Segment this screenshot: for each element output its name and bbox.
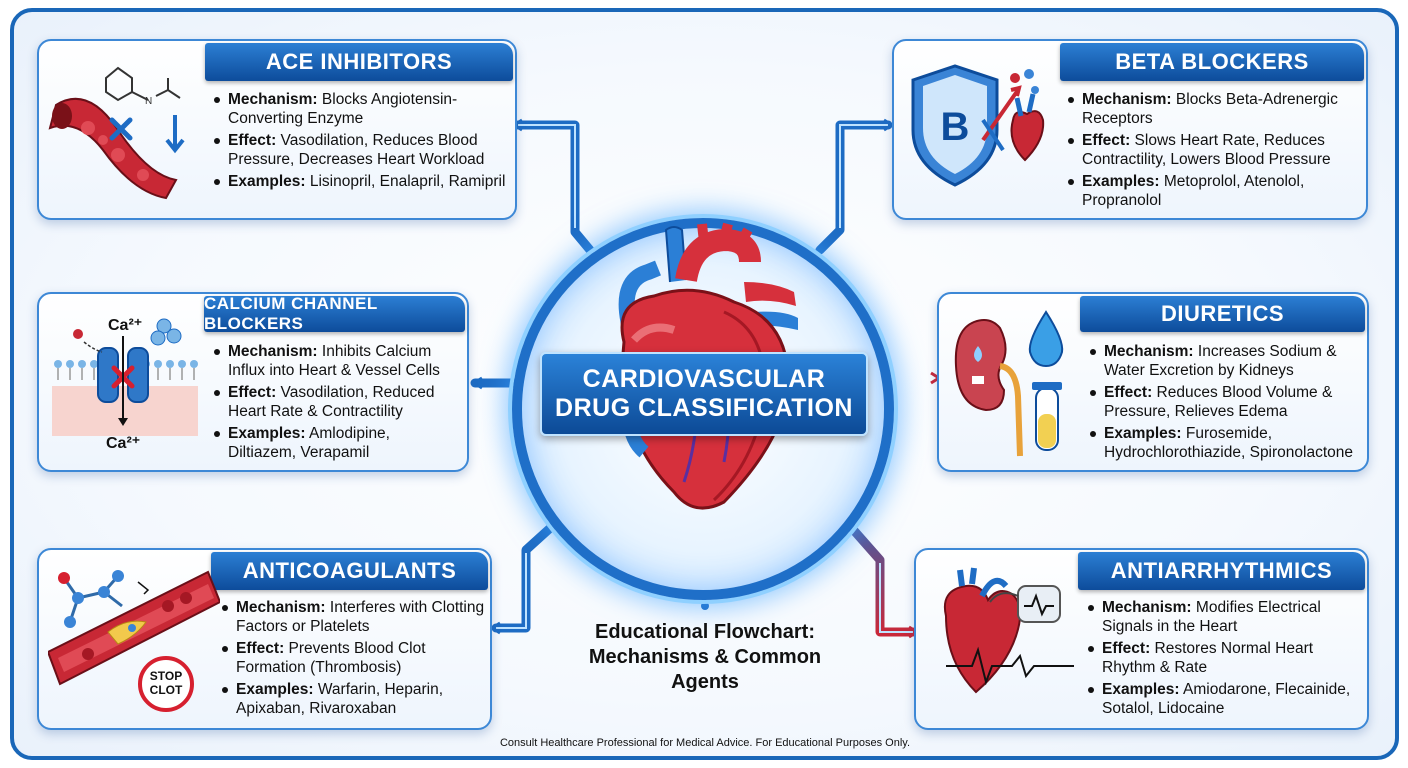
ace-mechanism: Mechanism: Blocks Angiotensin-Converting… [212,90,508,128]
card-anticoag-title: ANTICOAGULANTS [211,552,488,590]
ccb-examples: Examples: Amlodipine, Diltiazem, Verapam… [212,424,462,462]
subtitle-line2: Mechanisms & Common Agents [588,646,822,693]
antiarr-mechanism: Mechanism: Modifies Electrical Signals i… [1086,598,1364,636]
ace-examples: Examples: Lisinopril, Enalapril, Ramipri… [212,172,508,191]
disclaimer-footer: Consult Healthcare Professional for Medi… [499,737,911,749]
card-ccb-title: CALCIUM CHANNEL BLOCKERS [204,294,465,333]
center-title-line2: DRUG CLASSIFICATION [555,394,853,422]
card-ace-title: ACE INHIBITORS [205,43,513,81]
svg-text:CLOT: CLOT [150,683,183,697]
svg-text:B: B [941,105,970,149]
card-ccb-details: Mechanism: Inhibits Calcium Influx into … [212,342,462,465]
card-diuretics-title: DIURETICS [1080,296,1365,332]
blood-clot-icon: STOP CLOT [48,570,220,712]
center-title-line1: CARDIOVASCULAR [582,365,826,393]
antiarr-examples: Examples: Amiodarone, Flecainide, Sotalo… [1086,680,1364,718]
blood-vessel-icon: N [48,66,185,200]
anticoag-effect: Effect: Prevents Blood Clot Formation (T… [220,639,485,677]
beta-examples: Examples: Metoprolol, Atenolol, Proprano… [1066,172,1360,210]
card-diuretics-details: Mechanism: Increases Sodium & Water Excr… [1088,342,1363,465]
shield-heart-icon: B [911,64,1045,187]
kidney-droplet-icon [954,310,1064,457]
svg-text:STOP: STOP [150,669,182,683]
svg-text:Ca²⁺: Ca²⁺ [108,317,142,334]
card-antiarr-title: ANTIARRHYTHMICS [1078,552,1365,590]
card-ace-details: Mechanism: Blocks Angiotensin-Converting… [212,90,508,194]
diuretics-effect: Effect: Reduces Blood Volume & Pressure,… [1088,383,1363,421]
ace-effect: Effect: Vasodilation, Reduces Blood Pres… [212,131,508,169]
antiarr-effect: Effect: Restores Normal Heart Rhythm & R… [1086,639,1364,677]
anticoag-mechanism: Mechanism: Interferes with Clotting Fact… [220,598,485,636]
ccb-mechanism: Mechanism: Inhibits Calcium Influx into … [212,342,462,380]
beta-effect: Effect: Slows Heart Rate, Reduces Contra… [1066,131,1360,169]
subtitle: Educational Flowchart: Mechanisms & Comm… [560,620,850,695]
card-beta-details: Mechanism: Blocks Beta-Adrenergic Recept… [1066,90,1360,213]
card-anticoag-details: Mechanism: Interferes with Clotting Fact… [220,598,485,721]
calcium-channel-icon: Ca²⁺ Ca²⁺ [52,317,198,452]
svg-text:Ca²⁺: Ca²⁺ [106,435,140,452]
subtitle-line1: Educational Flowchart: [594,621,816,643]
svg-text:N: N [145,96,152,107]
card-antiarr-details: Mechanism: Modifies Electrical Signals i… [1086,598,1364,721]
diuretics-mechanism: Mechanism: Increases Sodium & Water Excr… [1088,342,1363,380]
beta-mechanism: Mechanism: Blocks Beta-Adrenergic Recept… [1066,90,1360,128]
anticoag-examples: Examples: Warfarin, Heparin, Apixaban, R… [220,680,485,718]
heart-pacemaker-icon [944,567,1074,694]
card-beta-title: BETA BLOCKERS [1060,43,1364,81]
diuretics-examples: Examples: Furosemide, Hydrochlorothiazid… [1088,424,1363,462]
ccb-effect: Effect: Vasodilation, Reduced Heart Rate… [212,383,462,421]
center-title: CARDIOVASCULAR DRUG CLASSIFICATION [540,352,868,436]
